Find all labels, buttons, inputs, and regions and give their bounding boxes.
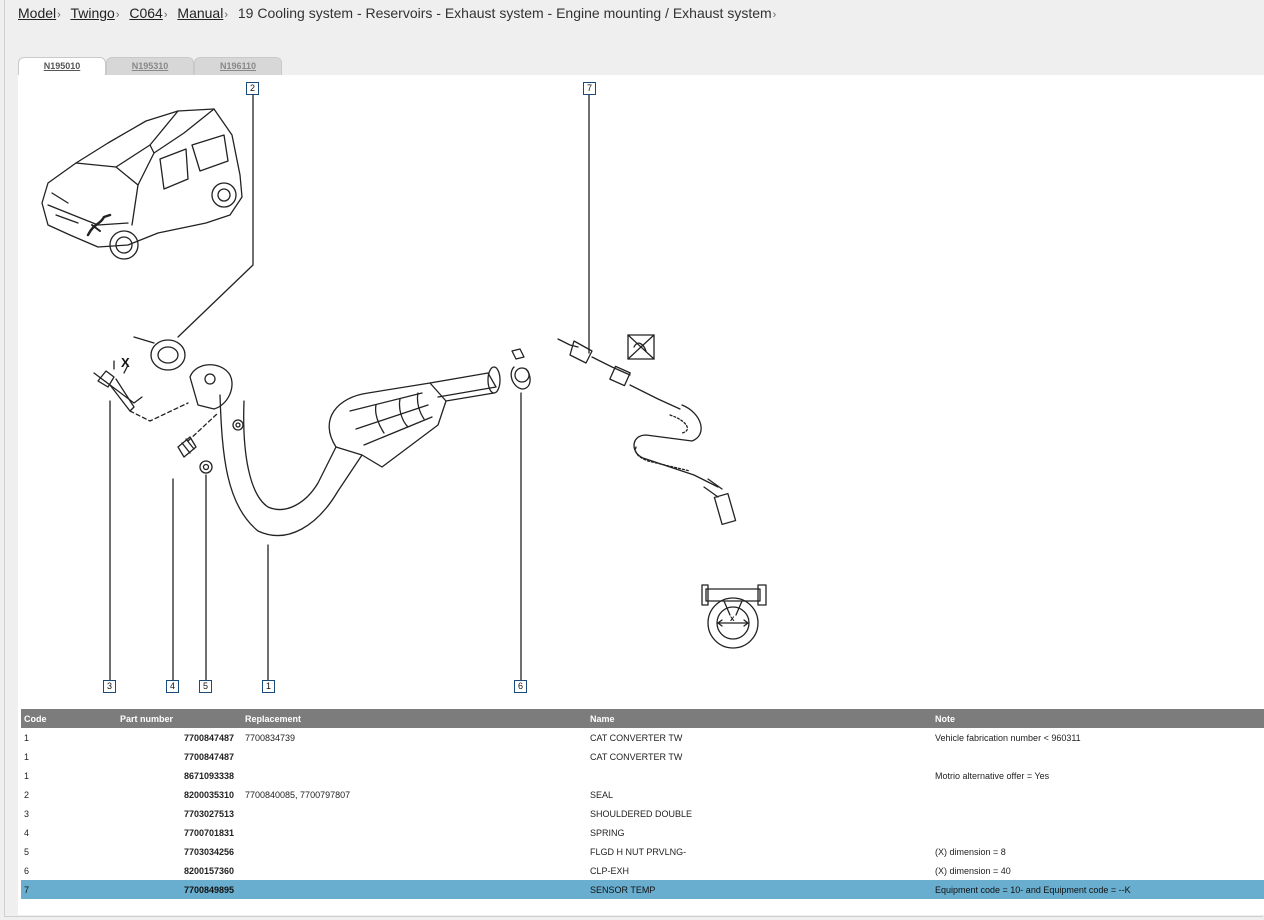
table-row[interactable]: 2 8200035310 7700840085, 7700797807 SEAL [21, 785, 1264, 804]
cell-note [932, 785, 1264, 804]
cell-replacement [242, 747, 587, 766]
breadcrumb-separator: › [224, 9, 228, 21]
cell-name: SEAL [590, 789, 614, 800]
cell-name: CAT CONVERTER TW [590, 732, 683, 743]
table-row-selected[interactable]: 7 7700849895 SENSOR TEMP Equipment code … [21, 880, 1264, 899]
exploded-parts-diagram: X x [41, 94, 767, 682]
breadcrumb-current: 19 Cooling system - Reservoirs - Exhaust… [237, 5, 772, 21]
cell-replacement [242, 880, 587, 899]
table-row[interactable]: 1 8671093338 Motrio alternative offer = … [21, 766, 1264, 785]
parts-table: Code Part number Replacement Name Note 1… [21, 709, 1264, 899]
table-row[interactable]: 4 7700701831 SPRING [21, 823, 1264, 842]
cell-name: CAT CONVERTER TW [590, 751, 683, 762]
cell-name: SHOULDERED DOUBLE [590, 808, 693, 819]
cell-note: (X) dimension = 8 [935, 846, 1006, 857]
cell-part-number: 7700847487 [183, 732, 234, 743]
cell-note [932, 804, 1264, 823]
cell-part-number: 7700701831 [183, 827, 234, 838]
clamp-dimension-label: x [730, 614, 735, 623]
table-header-row: Code Part number Replacement Name Note [21, 709, 1264, 728]
dimension-x-label: X [121, 355, 130, 370]
breadcrumb-link-manual[interactable]: Manual [177, 5, 224, 21]
cell-replacement: 7700840085, 7700797807 [245, 789, 351, 800]
callout-5[interactable]: 5 [199, 680, 212, 693]
cell-code: 1 [24, 751, 30, 762]
cell-part-number: 8200035310 [183, 789, 234, 800]
column-header-note[interactable]: Note [932, 709, 1264, 728]
table-row[interactable]: 5 7703034256 FLGD H NUT PRVLNG- (X) dime… [21, 842, 1264, 861]
callout-4[interactable]: 4 [166, 680, 179, 693]
callout-7[interactable]: 7 [583, 82, 596, 95]
cell-replacement [242, 766, 587, 785]
column-header-name[interactable]: Name [587, 709, 932, 728]
cell-name: FLGD H NUT PRVLNG- [590, 846, 687, 857]
cell-part-number: 7703027513 [183, 808, 234, 819]
cell-replacement [242, 861, 587, 880]
breadcrumb-separator: › [57, 9, 61, 21]
cell-part-number: 7700847487 [183, 751, 234, 762]
cell-code: 1 [24, 770, 30, 781]
cell-note: Equipment code = 10- and Equipment code … [932, 880, 1264, 899]
cell-note [932, 823, 1264, 842]
column-header-code[interactable]: Code [21, 709, 117, 728]
breadcrumb-separator: › [772, 9, 777, 21]
callout-3[interactable]: 3 [103, 680, 116, 693]
callout-1[interactable]: 1 [262, 680, 275, 693]
breadcrumb: Model› Twingo› C064› Manual› 19 Cooling … [18, 5, 782, 21]
table-row[interactable]: 6 8200157360 CLP-EXH (X) dimension = 40 [21, 861, 1264, 880]
breadcrumb-link-model[interactable]: Model [18, 5, 57, 21]
cell-name: SENSOR TEMP [587, 880, 932, 899]
cell-part-number: 8200157360 [183, 865, 234, 876]
cell-part-number: 7700849895 [117, 880, 242, 899]
callout-6[interactable]: 6 [514, 680, 527, 693]
cell-code: 3 [24, 808, 30, 819]
cell-note [932, 747, 1264, 766]
cell-code: 2 [24, 789, 30, 800]
cell-code: 6 [24, 865, 30, 876]
breadcrumb-separator: › [163, 9, 168, 21]
breadcrumb-link-twingo[interactable]: Twingo [70, 5, 115, 21]
cell-name: SPRING [590, 827, 625, 838]
column-header-replacement[interactable]: Replacement [242, 709, 587, 728]
callout-2[interactable]: 2 [246, 82, 259, 95]
cell-note: (X) dimension = 40 [935, 865, 1011, 876]
car-illustration [41, 108, 243, 260]
tab-n195010[interactable]: N195010 [18, 57, 106, 76]
cell-code: 7 [21, 880, 117, 899]
table-row[interactable]: 3 7703027513 SHOULDERED DOUBLE [21, 804, 1264, 823]
tab-n195310[interactable]: N195310 [106, 57, 194, 75]
tab-n196110[interactable]: N196110 [194, 57, 282, 75]
breadcrumb-link-c064[interactable]: C064 [129, 5, 163, 21]
cell-name [587, 766, 932, 785]
cell-replacement [242, 804, 587, 823]
cell-name: CLP-EXH [590, 865, 630, 876]
cell-code: 1 [24, 732, 30, 743]
cell-replacement [242, 842, 587, 861]
cell-note: Vehicle fabrication number < 960311 [935, 732, 1081, 743]
cell-part-number: 7703034256 [183, 846, 234, 857]
column-header-part-number[interactable]: Part number [117, 709, 242, 728]
table-row[interactable]: 1 7700847487 7700834739 CAT CONVERTER TW… [21, 728, 1264, 747]
cell-code: 4 [24, 827, 30, 838]
table-row[interactable]: 1 7700847487 CAT CONVERTER TW [21, 747, 1264, 766]
cell-replacement [242, 823, 587, 842]
cell-note: Motrio alternative offer = Yes [935, 770, 1050, 781]
cell-code: 5 [24, 846, 30, 857]
cell-replacement: 7700834739 [245, 732, 296, 743]
content-panel: X x 2 7 3 4 5 1 6 Code Part number Repla… [18, 75, 1264, 915]
cell-part-number: 8671093338 [183, 770, 234, 781]
breadcrumb-separator: › [115, 9, 120, 21]
